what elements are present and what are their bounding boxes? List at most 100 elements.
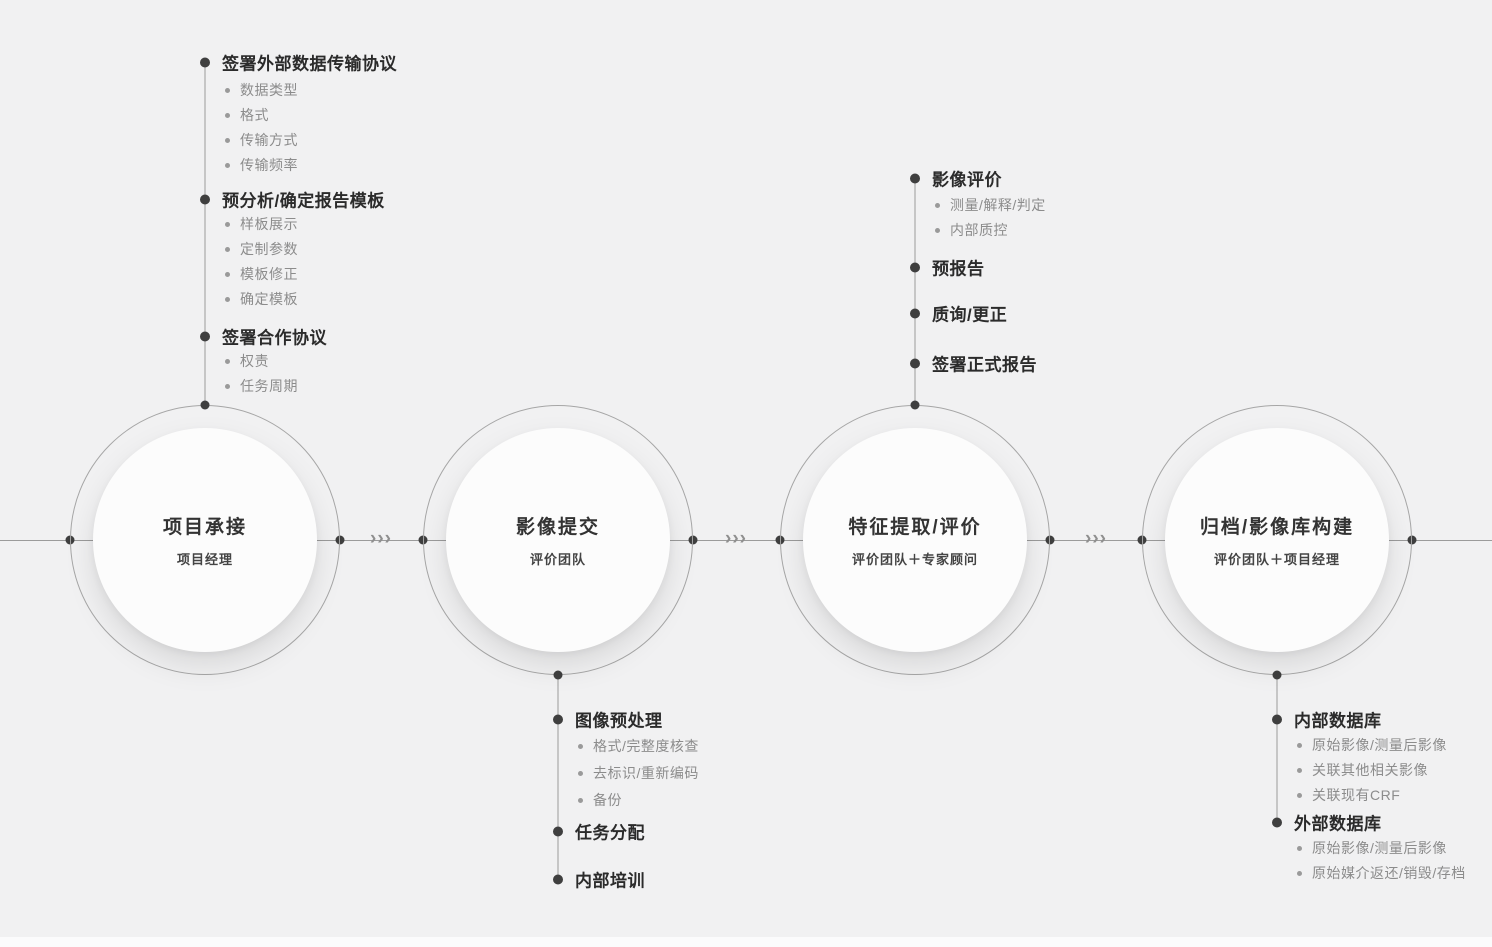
annotation-item: 格式/完整度核查 bbox=[578, 736, 699, 756]
annotation-item: 原始影像/测量后影像 bbox=[1297, 838, 1447, 858]
annotation-heading-label: 影像评价 bbox=[932, 170, 1002, 190]
annotation-item-label: 测量/解释/判定 bbox=[950, 197, 1046, 213]
annotation-item: 内部质控 bbox=[935, 220, 1008, 240]
annotation-item-label: 去标识/重新编码 bbox=[593, 765, 699, 781]
bullet-icon bbox=[200, 194, 210, 204]
annotation-item: 样板展示 bbox=[225, 214, 298, 234]
timeline-dot bbox=[688, 535, 698, 545]
node-1-subtitle: 项目经理 bbox=[176, 552, 233, 567]
annotation-item: 确定模板 bbox=[225, 289, 298, 309]
timeline-dot bbox=[335, 535, 345, 545]
bullet-icon bbox=[910, 173, 920, 183]
annotation-heading-label: 任务分配 bbox=[575, 823, 645, 843]
dot-icon bbox=[225, 246, 230, 252]
dot-icon bbox=[225, 221, 230, 227]
dot-icon bbox=[1297, 767, 1302, 773]
annotation-item-label: 任务周期 bbox=[240, 378, 298, 394]
node-1-title: 项目承接 bbox=[162, 517, 247, 538]
annotation-heading-label: 内部数据库 bbox=[1294, 711, 1382, 731]
annotation-heading-label: 质询/更正 bbox=[932, 305, 1008, 325]
dot-icon bbox=[578, 743, 583, 749]
dot-icon bbox=[1297, 845, 1302, 851]
dot-icon bbox=[1297, 792, 1302, 798]
flow-arrow-icon: ››› bbox=[370, 528, 392, 550]
annotation-item-label: 原始影像/测量后影像 bbox=[1312, 737, 1447, 753]
annotation-item: 测量/解释/判定 bbox=[935, 195, 1046, 215]
node-2-title: 影像提交 bbox=[515, 517, 600, 538]
dot-icon bbox=[1297, 870, 1302, 876]
node-1-junction-dot bbox=[200, 400, 210, 410]
annotation-heading-label: 签署合作协议 bbox=[222, 328, 327, 348]
annotation-item: 关联其他相关影像 bbox=[1297, 760, 1428, 780]
annotation-heading: 预分析/确定报告模板 bbox=[200, 187, 385, 212]
annotation-heading: 预报告 bbox=[910, 255, 985, 280]
annotation-item-label: 样板展示 bbox=[240, 216, 298, 232]
flow-arrow-icon: ››› bbox=[1085, 528, 1107, 550]
annotation-item: 模板修正 bbox=[225, 264, 298, 284]
node-2-subtitle: 评价团队 bbox=[529, 552, 586, 567]
bullet-icon bbox=[910, 358, 920, 368]
dot-icon bbox=[935, 227, 940, 233]
annotation-heading-label: 预分析/确定报告模板 bbox=[222, 191, 385, 211]
dot-icon bbox=[225, 137, 230, 143]
annotation-heading-label: 预报告 bbox=[932, 259, 985, 279]
dot-icon bbox=[225, 162, 230, 168]
timeline bbox=[0, 540, 1492, 541]
bullet-icon bbox=[910, 262, 920, 272]
node-3-annotation-line bbox=[914, 178, 916, 405]
annotation-item: 原始影像/测量后影像 bbox=[1297, 735, 1447, 755]
annotation-item-label: 确定模板 bbox=[240, 291, 298, 307]
annotation-item: 关联现有CRF bbox=[1297, 785, 1400, 805]
annotation-heading-label: 签署正式报告 bbox=[932, 355, 1037, 375]
node-2-junction-dot bbox=[553, 670, 563, 680]
annotation-heading-label: 外部数据库 bbox=[1294, 814, 1382, 834]
bullet-icon bbox=[910, 308, 920, 318]
annotation-item-label: 传输方式 bbox=[240, 132, 298, 148]
annotation-item: 定制参数 bbox=[225, 239, 298, 259]
node-4-title: 归档/影像库构建 bbox=[1199, 517, 1355, 538]
timeline-dot bbox=[1045, 535, 1055, 545]
bullet-icon bbox=[1272, 714, 1282, 724]
annotation-heading: 签署正式报告 bbox=[910, 351, 1037, 376]
node-3-circle: 特征提取/评价 评价团队＋专家顾问 bbox=[803, 428, 1027, 652]
dot-icon bbox=[935, 202, 940, 208]
annotation-item-label: 定制参数 bbox=[240, 241, 298, 257]
bullet-icon bbox=[553, 826, 563, 836]
annotation-item-label: 原始媒介返还/销毁/存档 bbox=[1312, 865, 1466, 881]
annotation-item: 传输频率 bbox=[225, 155, 298, 175]
annotation-item: 原始媒介返还/销毁/存档 bbox=[1297, 863, 1466, 883]
annotation-item-label: 格式/完整度核查 bbox=[593, 738, 699, 754]
dot-icon bbox=[578, 797, 583, 803]
node-4-junction-dot bbox=[1272, 670, 1282, 680]
annotation-heading: 内部数据库 bbox=[1272, 707, 1382, 732]
annotation-item: 去标识/重新编码 bbox=[578, 763, 699, 783]
annotation-item-label: 内部质控 bbox=[950, 222, 1008, 238]
bullet-icon bbox=[1272, 817, 1282, 827]
node-4-subtitle: 评价团队＋项目经理 bbox=[1213, 552, 1340, 567]
node-2-annotation-line bbox=[557, 675, 559, 879]
annotation-item: 任务周期 bbox=[225, 376, 298, 396]
node-1-circle: 项目承接 项目经理 bbox=[93, 428, 317, 652]
node-3-title: 特征提取/评价 bbox=[848, 517, 982, 538]
annotation-item-label: 传输频率 bbox=[240, 157, 298, 173]
node-4-circle: 归档/影像库构建 评价团队＋项目经理 bbox=[1165, 428, 1389, 652]
annotation-heading: 图像预处理 bbox=[553, 707, 663, 732]
annotation-item-label: 关联现有CRF bbox=[1312, 787, 1401, 803]
annotation-heading-label: 图像预处理 bbox=[575, 711, 663, 731]
annotation-item-label: 格式 bbox=[240, 107, 269, 123]
annotation-heading: 外部数据库 bbox=[1272, 810, 1382, 835]
annotation-item: 传输方式 bbox=[225, 130, 298, 150]
dot-icon bbox=[225, 383, 230, 389]
dot-icon bbox=[225, 271, 230, 277]
annotation-item-label: 原始影像/测量后影像 bbox=[1312, 840, 1447, 856]
annotation-item: 格式 bbox=[225, 105, 269, 125]
dot-icon bbox=[225, 358, 230, 364]
annotation-heading: 影像评价 bbox=[910, 166, 1002, 191]
annotation-heading-label: 签署外部数据传输协议 bbox=[222, 54, 397, 74]
bullet-icon bbox=[553, 874, 563, 884]
annotation-item-label: 权责 bbox=[240, 353, 269, 369]
annotation-item: 备份 bbox=[578, 790, 622, 810]
annotation-heading-label: 内部培训 bbox=[575, 871, 645, 891]
node-3-subtitle: 评价团队＋专家顾问 bbox=[851, 552, 978, 567]
